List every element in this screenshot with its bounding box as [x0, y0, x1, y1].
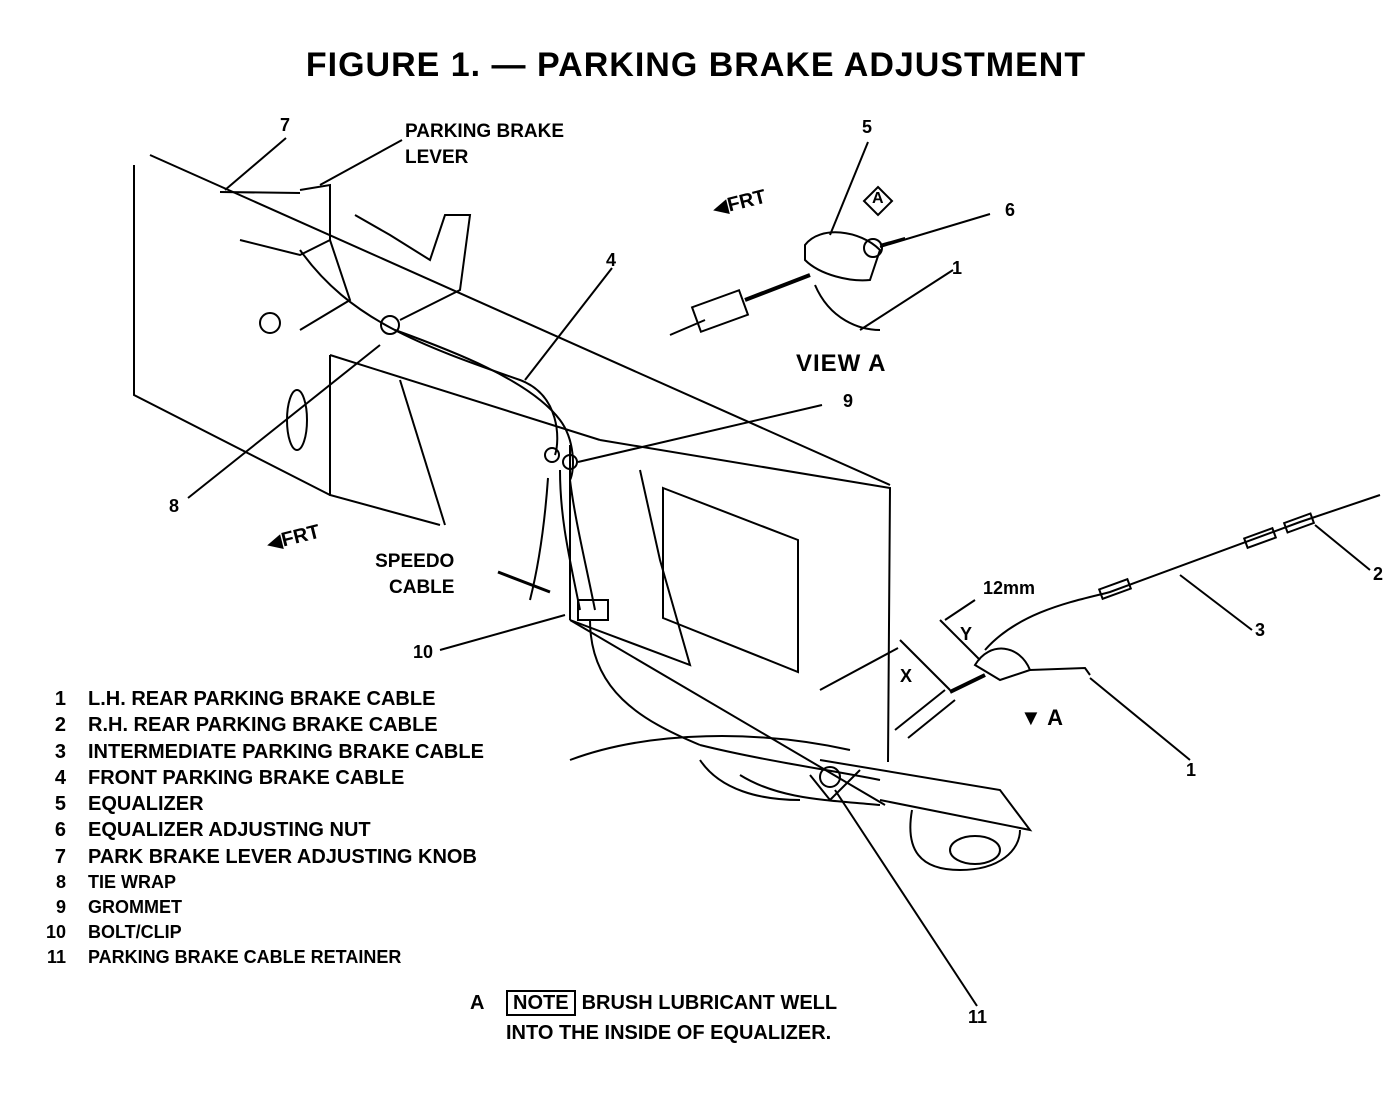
- dimension-y: Y: [960, 624, 973, 644]
- front-parking-brake-cable: [299, 249, 701, 746]
- marker-a-diamond: A: [872, 190, 884, 207]
- legend-text: INTERMEDIATE PARKING BRAKE CABLE: [88, 740, 484, 763]
- legend-item: 1 L.H. REAR PARKING BRAKE CABLE: [36, 688, 484, 714]
- legend-num: 8: [55, 872, 66, 893]
- callout-7: 7: [280, 115, 291, 135]
- callout-8: 8: [169, 496, 180, 516]
- legend-num: 9: [55, 897, 66, 918]
- label-view-a: VIEW A: [796, 350, 887, 377]
- legend-item: 7 PARK BRAKE LEVER ADJUSTING KNOB: [36, 846, 484, 872]
- callout-5: 5: [862, 117, 873, 137]
- adjustment-dimensions: [819, 599, 981, 691]
- callout-3: 3: [1255, 620, 1266, 640]
- legend-item: 3 INTERMEDIATE PARKING BRAKE CABLE: [36, 741, 484, 767]
- label-speedo-cable: SPEEDO CABLE: [375, 549, 454, 601]
- legend-text: PARK BRAKE LEVER ADJUSTING KNOB: [88, 845, 477, 868]
- legend-num: 10: [45, 922, 66, 943]
- legend-text: PARKING BRAKE CABLE RETAINER: [88, 947, 402, 968]
- legend-item: 11 PARKING BRAKE CABLE RETAINER: [36, 947, 484, 972]
- callout-9: 9: [843, 391, 854, 411]
- legend-item: 10 BOLT/CLIP: [36, 922, 484, 947]
- note-box-label: NOTE: [506, 990, 576, 1016]
- legend-num: 5: [54, 793, 66, 816]
- legend-item: 4 FRONT PARKING BRAKE CABLE: [36, 767, 484, 793]
- dimension-x: X: [900, 666, 913, 686]
- label-parking-brake-lever-line2: LEVER: [405, 147, 469, 168]
- legend-text: GROMMET: [88, 897, 182, 918]
- callout-11: 11: [968, 1007, 988, 1027]
- legend-text: EQUALIZER: [88, 793, 204, 816]
- figure-title: FIGURE 1. — PARKING BRAKE ADJUSTMENT: [305, 46, 1087, 84]
- legend-item: 6 EQUALIZER ADJUSTING NUT: [36, 819, 484, 845]
- marker-a-label: A: [1047, 705, 1063, 730]
- floor-panel: [133, 154, 892, 806]
- legend-text: L.H. REAR PARKING BRAKE CABLE: [88, 688, 436, 710]
- parts-legend: 1 L.H. REAR PARKING BRAKE CABLE 2 R.H. REA…: [36, 688, 484, 972]
- marker-a-arrow: ▼ A: [1020, 705, 1063, 731]
- legend-num: 3: [54, 740, 66, 763]
- callout-1-top: 1: [952, 258, 963, 278]
- equalizer-assembly: [809, 494, 1381, 802]
- legend-num: 11: [46, 947, 66, 968]
- parking-brake-lever-bracket: [219, 183, 472, 451]
- callout-2: 2: [1373, 564, 1384, 584]
- note-text-2: INTO THE INSIDE OF EQUALIZER.: [506, 1022, 832, 1044]
- legend-num: 2: [54, 714, 66, 737]
- callout-6: 6: [1005, 200, 1016, 220]
- legend-item: 2 R.H. REAR PARKING BRAKE CABLE: [36, 714, 484, 740]
- legend-text: BOLT/CLIP: [88, 922, 182, 943]
- legend-text: R.H. REAR PARKING BRAKE CABLE: [88, 714, 438, 737]
- arrow-icon: ▼: [1020, 705, 1042, 730]
- callout-4: 4: [606, 250, 617, 270]
- legend-num: 1: [54, 688, 66, 710]
- callout-10: 10: [413, 642, 434, 662]
- legend-item: 5 EQUALIZER: [36, 793, 484, 819]
- note-text-1: BRUSH LUBRICANT WELL: [581, 992, 838, 1014]
- label-parking-brake-lever: PARKING BRAKE LEVER: [405, 119, 564, 171]
- dimension-12mm: 12mm: [983, 578, 1036, 598]
- legend-item: 9 GROMMET: [36, 897, 484, 922]
- frame-crossmember: [569, 735, 1033, 872]
- note-key: A: [470, 992, 485, 1014]
- legend-text: EQUALIZER ADJUSTING NUT: [88, 819, 371, 842]
- speedo-cable-line: [497, 477, 551, 601]
- access-panel-window: [662, 486, 799, 674]
- view-a-inset: [669, 185, 906, 336]
- legend-item: 8 TIE WRAP: [36, 872, 484, 897]
- legend-num: 6: [54, 819, 66, 842]
- label-speedo-cable-line2: CABLE: [389, 577, 455, 598]
- label-speedo-cable-line1: SPEEDO: [375, 551, 455, 572]
- legend-text: TIE WRAP: [88, 872, 176, 893]
- legend-text: FRONT PARKING BRAKE CABLE: [88, 766, 405, 789]
- legend-num: 7: [54, 845, 66, 868]
- label-parking-brake-lever-line1: PARKING BRAKE: [405, 121, 565, 142]
- callout-leaders: [187, 137, 1371, 1007]
- legend-num: 4: [54, 766, 66, 789]
- callout-1-bottom: 1: [1186, 760, 1197, 780]
